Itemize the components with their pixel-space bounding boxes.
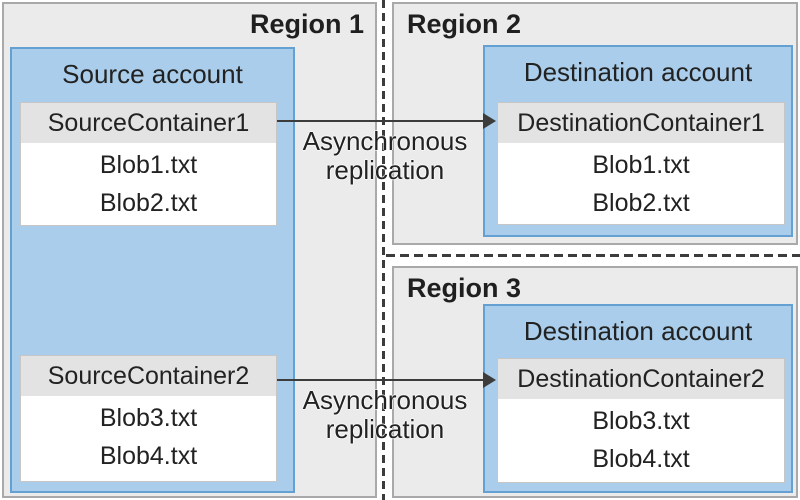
replication-arrow-2 bbox=[277, 372, 496, 388]
destination-container-1-header: DestinationContainer1 bbox=[498, 103, 784, 143]
source-container-2-name: SourceContainer2 bbox=[47, 361, 250, 390]
blob-item: Blob4.txt bbox=[99, 441, 198, 470]
source-account-label: Source account bbox=[62, 59, 243, 89]
blob-item: Blob1.txt bbox=[99, 150, 198, 179]
blob-item: Blob2.txt bbox=[592, 188, 690, 217]
region-divider-horizontal bbox=[386, 254, 800, 257]
blob-item: Blob3.txt bbox=[99, 403, 198, 432]
destination-account-region2-label: Destination account bbox=[523, 57, 753, 87]
destination-container-2: DestinationContainer2 Blob3.txt Blob4.tx… bbox=[497, 358, 785, 483]
source-container-2-header: SourceContainer2 bbox=[21, 356, 276, 396]
destination-container-1-name: DestinationContainer1 bbox=[517, 108, 765, 137]
destination-container-2-blob-list: Blob3.txt Blob4.txt bbox=[498, 399, 784, 478]
source-container-1-name: SourceContainer1 bbox=[47, 108, 250, 137]
source-container-1: SourceContainer1 Blob1.txt Blob2.txt bbox=[20, 102, 277, 226]
region-2-label: Region 2 bbox=[407, 9, 522, 39]
replication-arrow-1 bbox=[277, 113, 496, 129]
source-container-1-blob-list: Blob1.txt Blob2.txt bbox=[21, 143, 276, 222]
destination-container-2-header: DestinationContainer2 bbox=[498, 359, 784, 399]
destination-container-2-name: DestinationContainer2 bbox=[517, 364, 765, 393]
blob-item: Blob4.txt bbox=[592, 444, 690, 473]
blob-item: Blob1.txt bbox=[592, 150, 690, 179]
destination-container-1-blob-list: Blob1.txt Blob2.txt bbox=[498, 143, 784, 222]
replication-arrow-1-label: Asynchronous replication bbox=[302, 126, 468, 185]
blob-item: Blob3.txt bbox=[592, 406, 690, 435]
destination-account-region3-label: Destination account bbox=[523, 316, 753, 346]
replication-arrow-2-label: Asynchronous replication bbox=[302, 385, 468, 444]
blob-item: Blob2.txt bbox=[99, 188, 198, 217]
destination-container-1: DestinationContainer1 Blob1.txt Blob2.tx… bbox=[497, 102, 785, 225]
region-divider-vertical bbox=[382, 0, 385, 500]
region-1-label: Region 1 bbox=[249, 9, 364, 39]
region-3-label: Region 3 bbox=[407, 273, 522, 303]
source-container-2: SourceContainer2 Blob3.txt Blob4.txt bbox=[20, 355, 277, 482]
source-container-2-blob-list: Blob3.txt Blob4.txt bbox=[21, 396, 276, 475]
source-container-1-header: SourceContainer1 bbox=[21, 103, 276, 143]
